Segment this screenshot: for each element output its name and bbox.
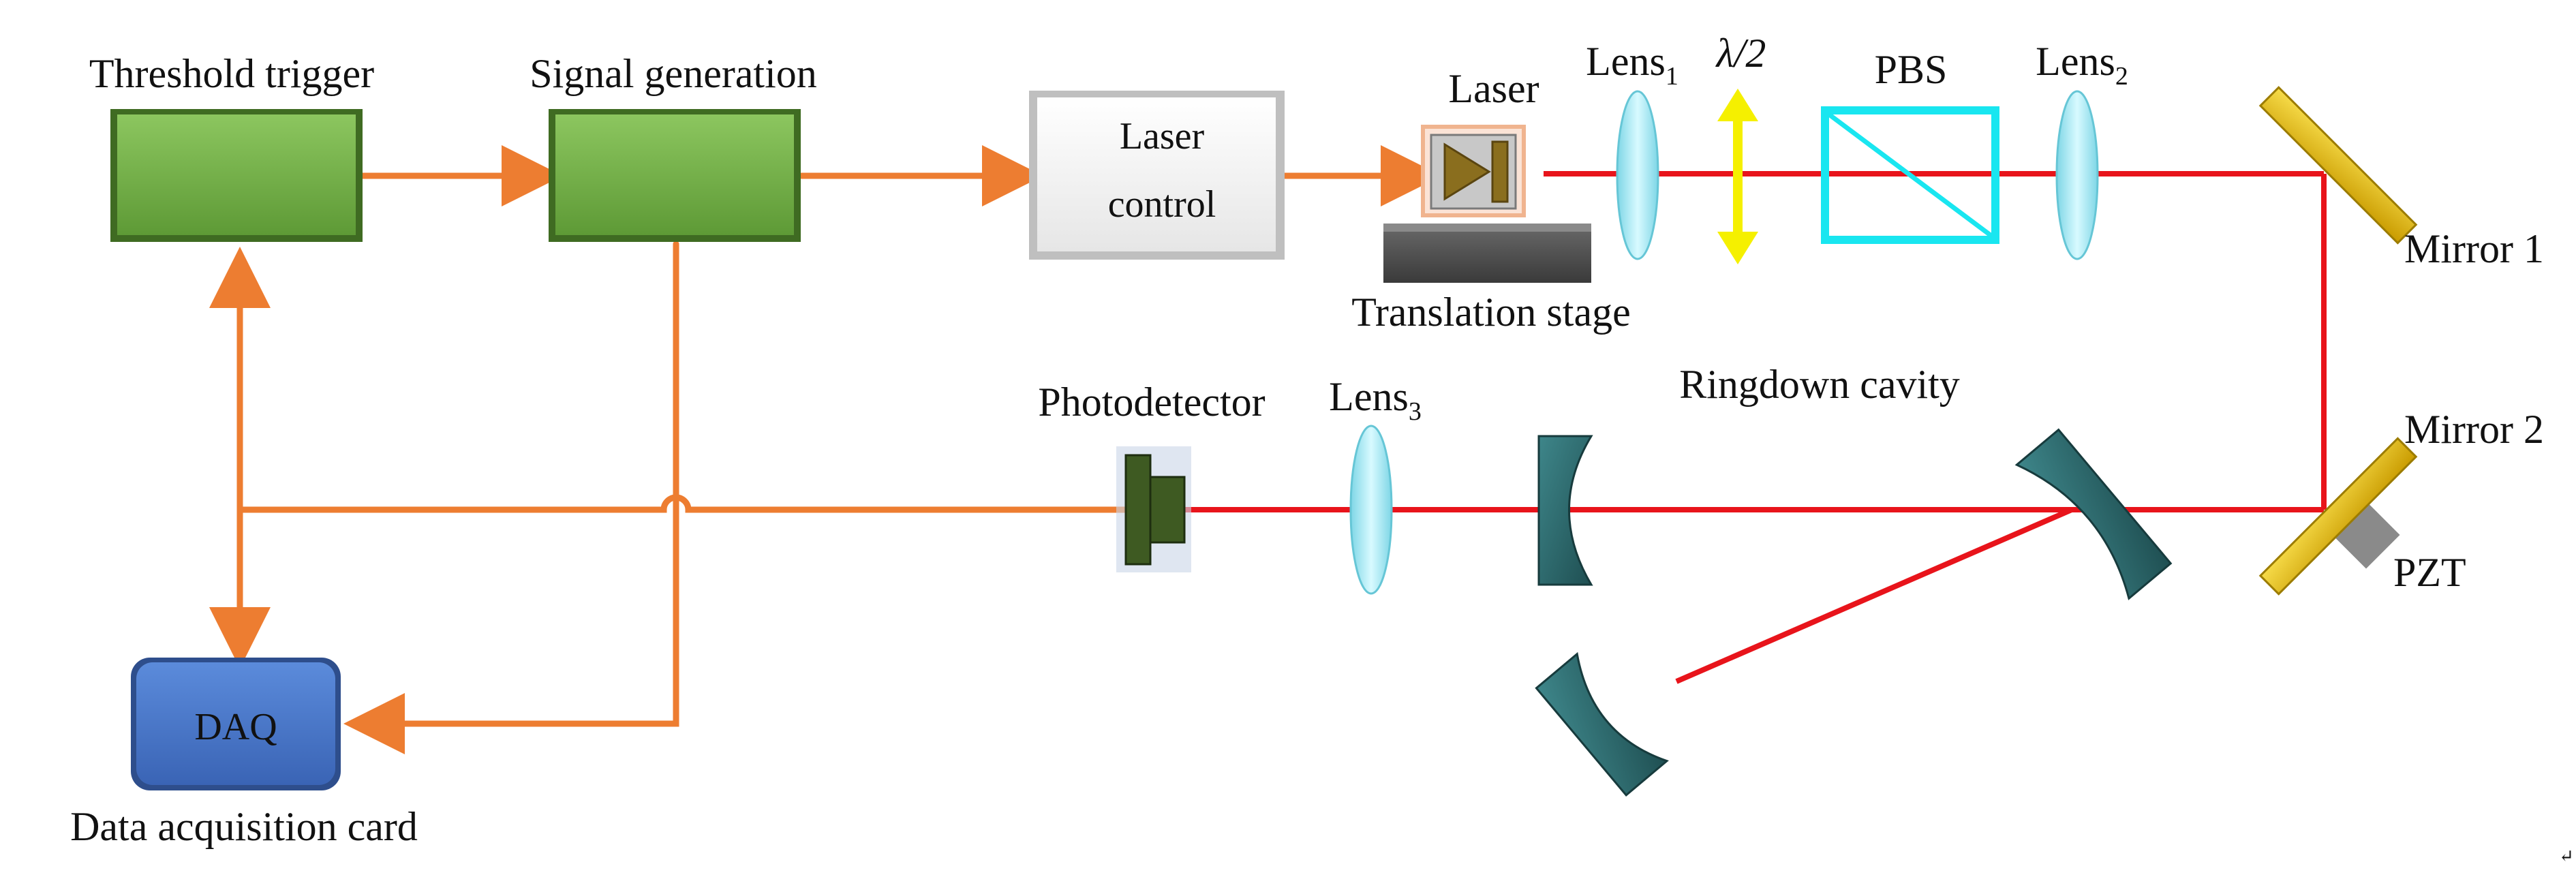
cavity-mirror-left [1537,435,1593,586]
photodetector-label: Photodetector [1038,380,1265,425]
wire-signal-to-daq [343,241,679,754]
laser-control-label-line2: control [1108,183,1216,226]
threshold-trigger-box [110,109,363,242]
laser-control-box: Laser control [1029,91,1285,260]
lens-1-label: Lens1 [1586,39,1678,91]
lens-3 [1349,425,1393,595]
mirror-2 [2258,437,2418,596]
daq-box: DAQ [131,658,341,790]
mirror-2-label: Mirror 2 [2404,407,2544,452]
pbs-label: PBS [1875,47,1948,92]
beam-cavity-fold [1675,507,2073,684]
threshold-trigger-label: Threshold trigger [89,51,374,96]
half-wave-plate [1717,89,1758,264]
translation-stage-label: Translation stage [1351,290,1630,335]
cavity-mirror-right [2014,428,2173,600]
wire-photodetector-to-junction [236,494,1128,513]
lens-1 [1616,90,1659,260]
translation-stage [1383,224,1591,283]
signal-generation-box [549,109,801,242]
lens-3-label: Lens3 [1329,374,1422,426]
half-wave-plate-label: λ/2 [1715,31,1766,76]
pzt-label: PZT [2393,550,2466,595]
ringdown-cavity-label: Ringdown cavity [1679,362,1960,407]
signal-generation-label: Signal generation [530,51,817,96]
mirror-1 [2258,86,2418,245]
daq-label: DAQ [194,706,277,748]
polarizing-beam-splitter [1821,106,1999,244]
laser-control-label-line1: Laser [1120,115,1205,157]
laser-label: Laser [1448,66,1539,111]
electrical-wiring [209,145,1442,754]
laser-source [1421,125,1526,217]
lens-2-label: Lens2 [2036,39,2128,91]
cavity-mirror-bottom [1535,651,1669,797]
laser-diode-icon [1443,142,1491,201]
mirror-1-label: Mirror 1 [2404,226,2544,271]
photodetector [1116,446,1191,572]
corner-return-mark: ↵ [2559,846,2574,866]
lens-2 [2055,90,2099,260]
data-acquisition-card-label: Data acquisition card [70,804,418,849]
